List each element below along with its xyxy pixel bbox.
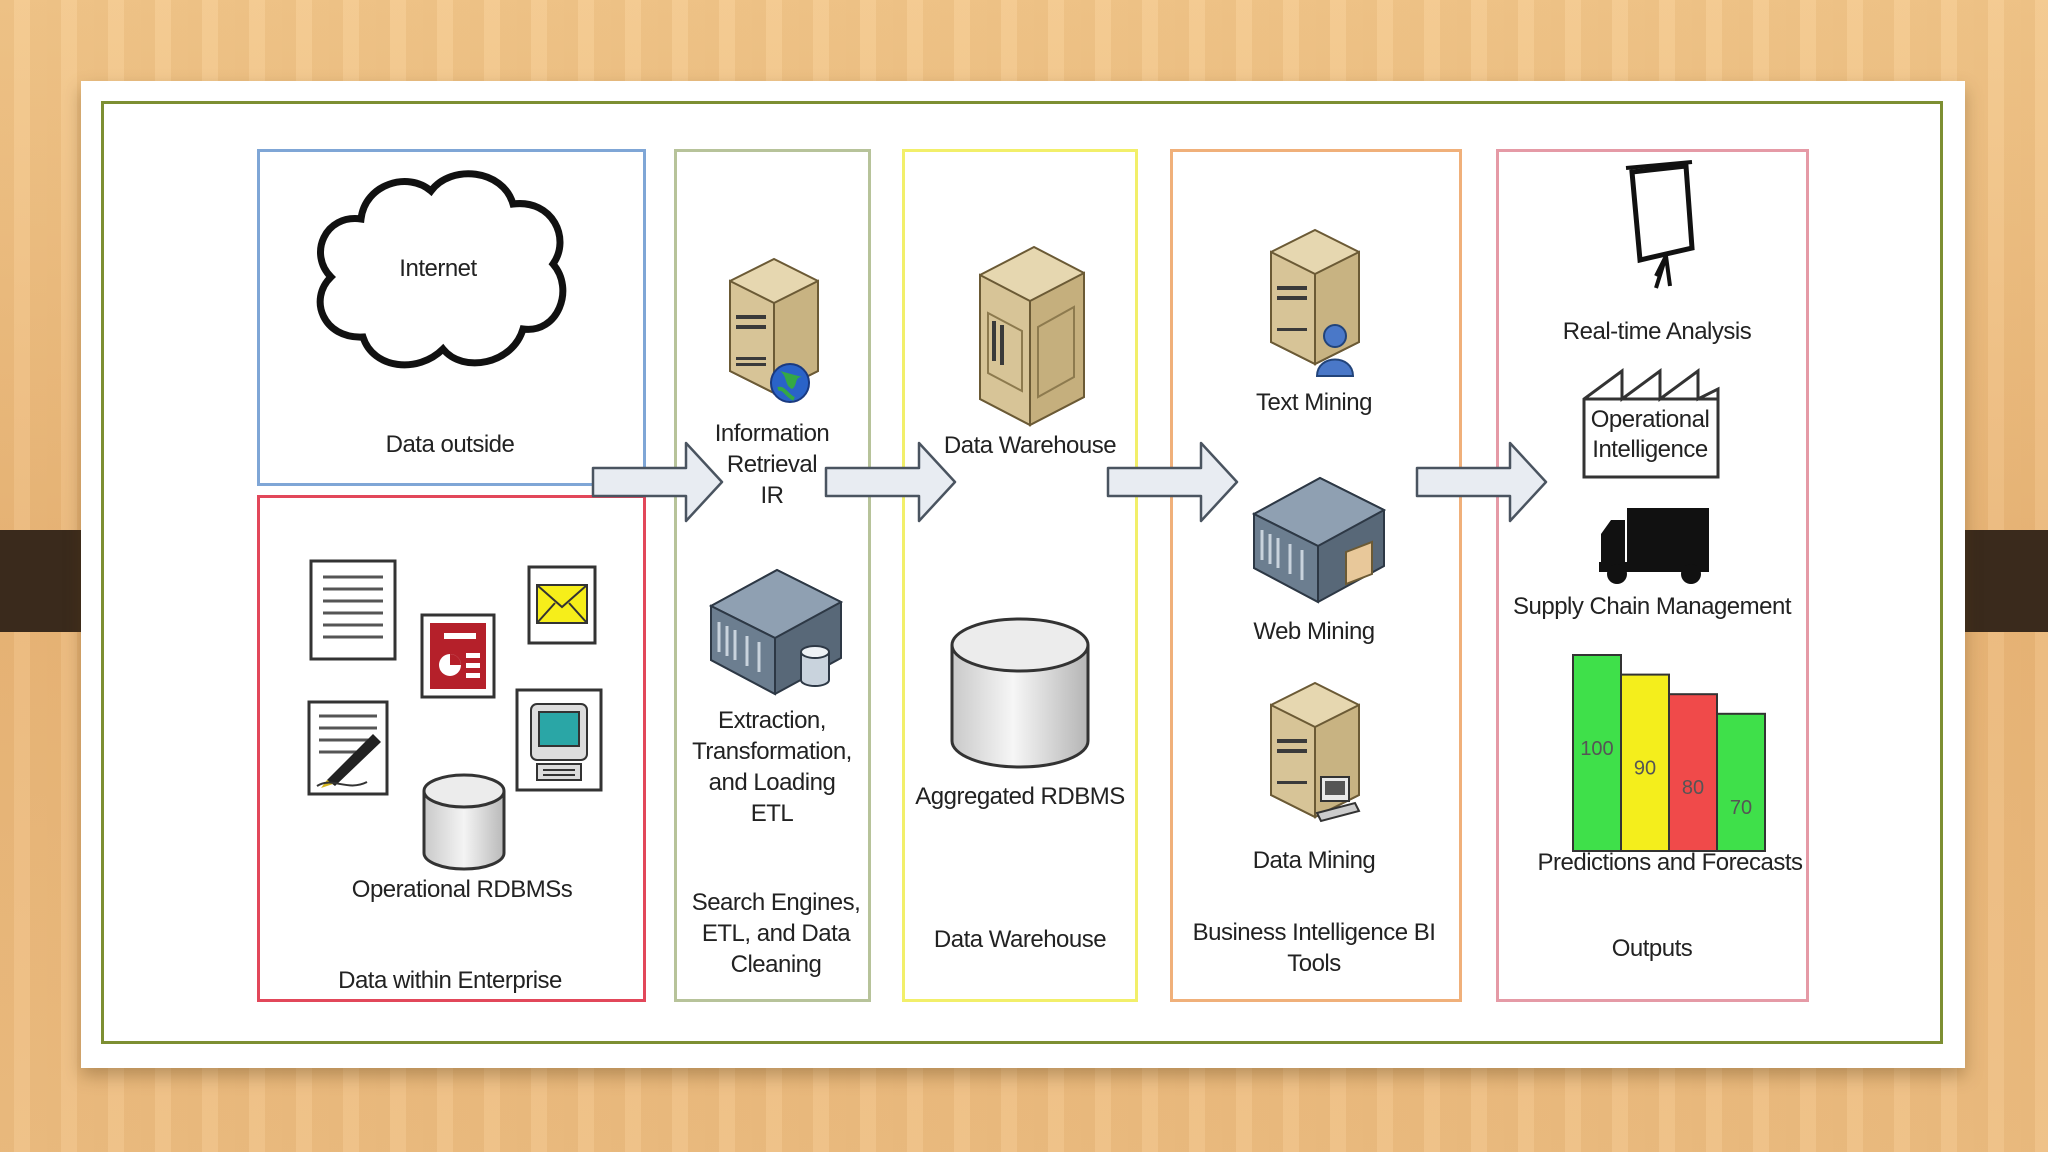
data-mining-server-icon — [1263, 677, 1367, 837]
rack-server-icon — [703, 562, 847, 704]
real-time-analysis-label: Real-time Analysis — [1562, 318, 1752, 345]
operational-rdbms-label: Operational RDBMSs — [351, 876, 573, 903]
forecast-bars-icon: 100 90 80 70 — [1572, 654, 1766, 853]
search-engines-caption: Search Engines, ETL, and Data Cleaning — [691, 889, 861, 978]
outputs-caption: Outputs — [1611, 935, 1693, 962]
text-mining-label: Text Mining — [1256, 389, 1372, 416]
supply-chain-label: Supply Chain Management — [1512, 593, 1792, 620]
forecast-bar — [1572, 654, 1622, 852]
panel-search-etl — [674, 149, 871, 1002]
panel-bi-tools — [1170, 149, 1462, 1002]
data-within-enterprise-label: Data within Enterprise — [338, 967, 562, 994]
presentation-icon — [420, 613, 496, 699]
information-retrieval-label: Information Retrieval IR — [714, 420, 830, 509]
bi-tools-caption: Business Intelligence BI Tools — [1192, 919, 1436, 977]
slide: Internet Data outside — [81, 81, 1965, 1068]
forecast-bar — [1620, 673, 1670, 852]
signed-document-icon — [307, 700, 389, 796]
aggregated-rdbms-label: Aggregated RDBMS — [915, 783, 1125, 810]
data-warehouse-server-icon — [974, 241, 1090, 431]
data-warehouse-caption: Data Warehouse — [933, 926, 1107, 953]
email-icon — [527, 565, 597, 645]
presentation-board-icon — [1620, 160, 1704, 320]
forecast-bar — [1668, 693, 1718, 853]
cloud-icon — [303, 159, 573, 389]
database-icon — [421, 773, 507, 871]
operational-intelligence-label: Operational Intelligence — [1590, 406, 1710, 463]
internet-label: Internet — [399, 255, 477, 282]
web-mining-label: Web Mining — [1253, 618, 1375, 645]
aggregated-database-icon — [948, 615, 1092, 773]
data-mining-label: Data Mining — [1252, 847, 1376, 874]
document-icon — [309, 559, 397, 661]
web-mining-server-icon — [1246, 470, 1390, 608]
slide-frame — [101, 101, 1943, 1044]
forecast-bar — [1716, 712, 1766, 852]
predictions-forecasts-label: Predictions and Forecasts — [1537, 849, 1803, 876]
panel-warehouse — [902, 149, 1138, 1002]
forecast-bar-label: 70 — [1730, 797, 1752, 819]
truck-icon — [1597, 504, 1711, 586]
web-server-icon — [722, 253, 824, 411]
data-warehouse-label: Data Warehouse — [943, 432, 1117, 459]
panel-outputs — [1496, 149, 1809, 1002]
forecast-bar-label: 80 — [1682, 777, 1704, 799]
forecast-bar-label: 90 — [1634, 758, 1656, 780]
panel-data-outside — [257, 149, 646, 486]
factory-icon — [1580, 367, 1722, 481]
text-mining-server-icon — [1263, 224, 1367, 384]
computer-terminal-icon — [515, 688, 603, 792]
panel-data-enterprise — [257, 495, 646, 1002]
forecast-bar-label: 100 — [1580, 738, 1613, 760]
data-outside-label: Data outside — [385, 431, 515, 458]
etl-label: Extraction, Transformation, and Loading … — [692, 707, 852, 827]
